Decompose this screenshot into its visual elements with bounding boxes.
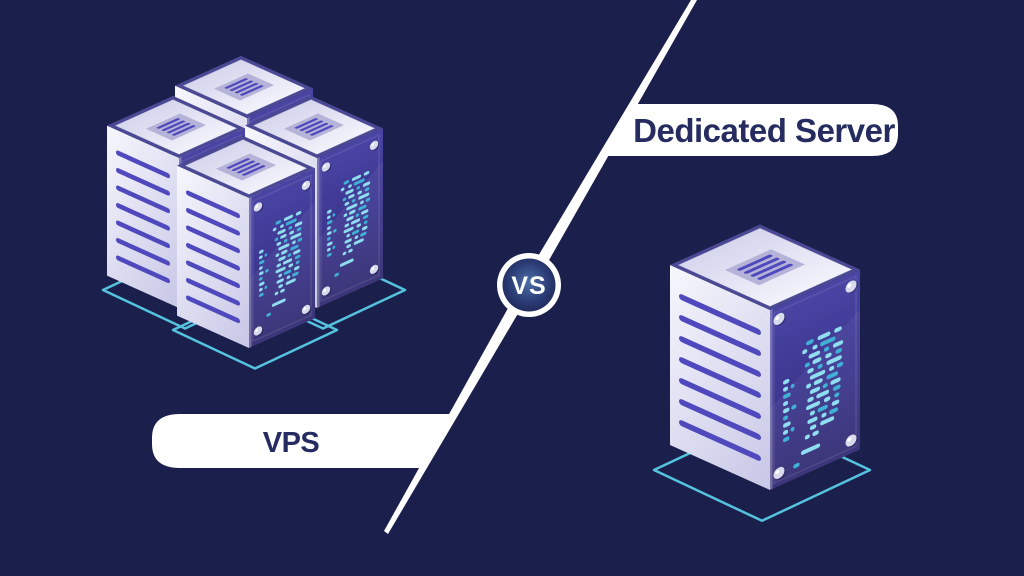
screw-icon [301,304,312,315]
vs-badge-text: VS [511,272,546,300]
screw-icon [321,162,332,173]
vs-badge-inner [502,258,556,312]
dedicated-server-illustration [670,224,860,491]
vs-badge: VS [497,253,561,317]
screw-icon [253,202,264,213]
screw-icon [773,312,786,326]
server-tower [670,224,860,491]
server-code-pattern [783,326,844,469]
server-tower [177,135,315,348]
screw-icon [301,180,312,191]
screw-icon [845,434,858,448]
screw-icon [253,326,264,337]
vps-label-text: VPS [263,427,320,459]
screw-icon [321,286,332,297]
server-code-pattern [327,171,371,277]
dedicated-server-label-text: Dedicated Server [633,112,895,149]
screw-icon [369,264,380,275]
dedicated-server-pill [604,104,898,156]
vps-server-cluster-illustration [107,55,383,348]
server-code-pattern [259,211,303,317]
dedicated-server-label: Dedicated Server [604,104,898,156]
vps-label: VPS [152,414,452,468]
screw-icon [845,280,858,294]
screw-icon [773,466,786,480]
vps-pill [152,414,452,468]
screw-icon [369,140,380,151]
